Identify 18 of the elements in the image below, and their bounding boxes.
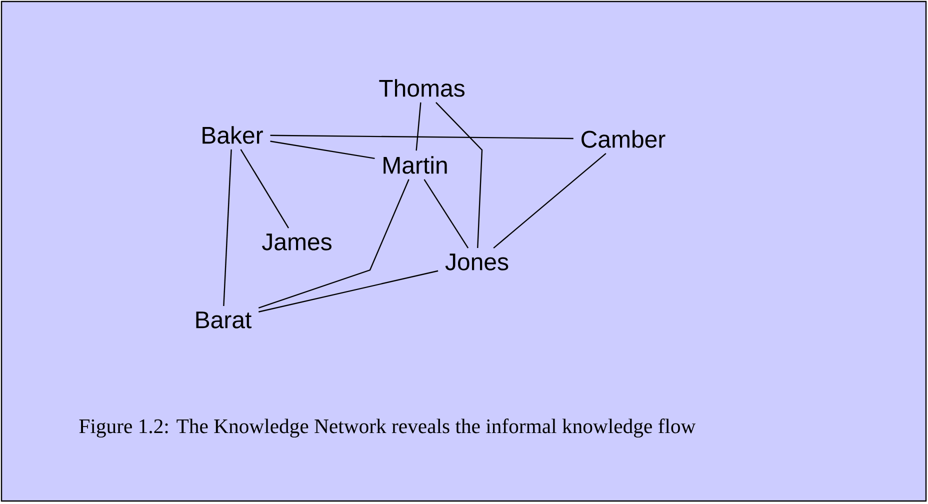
name-label: Jones bbox=[445, 254, 508, 270]
connector-line bbox=[424, 179, 469, 248]
connector-line bbox=[240, 149, 290, 228]
name-label: Camber bbox=[582, 130, 666, 148]
connector-line bbox=[270, 134, 574, 140]
caption: Figure 1.2: The Knowledge Network reveals the informal knowledge flow bbox=[79, 418, 696, 438]
connector-line bbox=[258, 270, 438, 312]
connector-line bbox=[223, 149, 232, 306]
name-label: Thomas bbox=[379, 79, 464, 97]
name-label: James bbox=[262, 234, 332, 250]
connector-line bbox=[258, 179, 410, 308]
connector-line bbox=[493, 152, 606, 248]
name-label: Barat bbox=[196, 312, 252, 328]
connector-line bbox=[416, 102, 422, 151]
connector-line bbox=[270, 140, 375, 159]
connector-line bbox=[436, 102, 483, 248]
name-label: Martin bbox=[384, 156, 447, 174]
name-label: Baker bbox=[202, 126, 263, 144]
